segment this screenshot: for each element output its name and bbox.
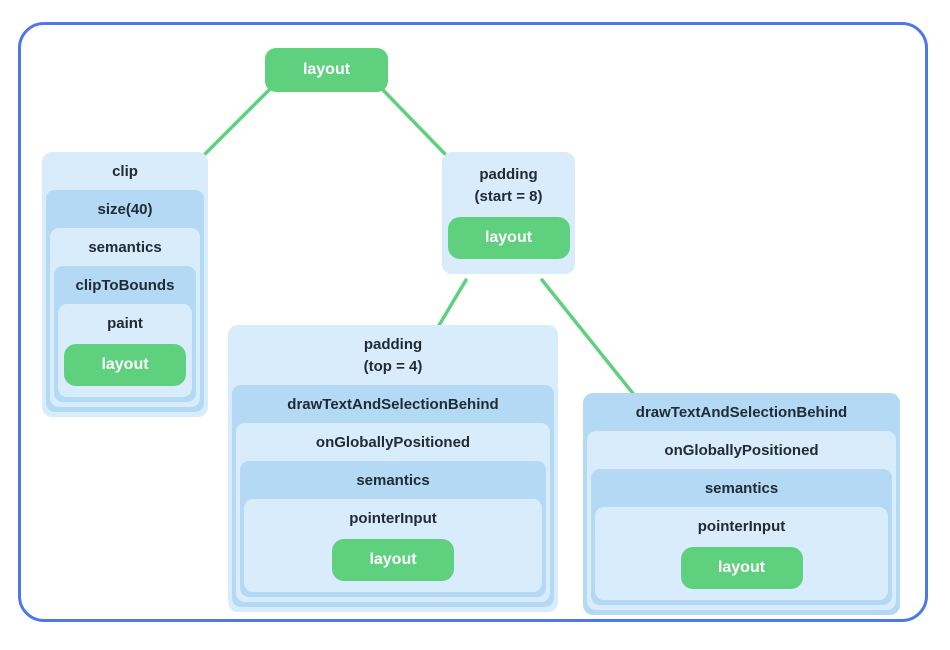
semantics-label: semantics [88,239,162,256]
text-layout-leaf: layout [680,547,803,589]
pointerinput-label: pointerInput [697,518,786,535]
edge-padding-start-to-padding-top [436,278,468,329]
padding-top-node: padding (top = 4) drawTextAndSelectionBe… [228,325,558,612]
padding-top-label-line2: (top = 4) [363,358,423,375]
padding-start-node: padding (start = 8) layout [442,152,575,274]
edge-padding-start-to-text [540,278,637,398]
padding-start-layout-leaf: layout [447,217,570,259]
drawtext-node: drawTextAndSelectionBehind onGloballyPos… [232,385,554,607]
pointerinput-label: pointerInput [349,510,437,527]
padding-top-label-line1: padding [363,336,423,353]
text-node: drawTextAndSelectionBehind onGloballyPos… [583,393,900,615]
padding-top-layout-leaf: layout [332,539,454,581]
clip-label: clip [112,163,138,180]
edge-root-to-padding-start [379,86,448,157]
cliptobounds-node: clipToBounds paint layout [54,266,196,402]
pointerinput-node: pointerInput layout [595,507,888,600]
diagram-border [18,22,928,622]
ongloballypositioned-label: onGloballyPositioned [664,442,819,459]
paint-label: paint [107,315,143,332]
pointerinput-node: pointerInput layout [244,499,542,592]
ongloballypositioned-label: onGloballyPositioned [315,434,471,451]
paint-node: paint layout [58,304,192,397]
padding-start-label-line1: padding [479,166,538,183]
padding-top-label: padding (top = 4) [228,325,558,385]
semantics-label: semantics [704,480,779,497]
ongloballypositioned-node: onGloballyPositioned semantics pointerIn… [236,423,550,602]
semantics-node: semantics clipToBounds paint layout [50,228,200,407]
root-layout-label: layout [302,61,351,78]
size-node: size(40) semantics clipToBounds paint la… [46,190,204,412]
root-layout-node: layout [265,48,388,92]
semantics-label: semantics [356,472,430,489]
padding-start-label: padding (start = 8) [442,152,575,215]
padding-start-label-line2: (start = 8) [474,188,543,205]
semantics-node: semantics pointerInput layout [240,461,546,597]
edge-root-to-clip [203,85,274,156]
semantics-node: semantics pointerInput layout [591,469,892,605]
drawtext-label: drawTextAndSelectionBehind [287,396,499,413]
text-drawtext-label: drawTextAndSelectionBehind [635,404,848,421]
cliptobounds-label: clipToBounds [75,277,175,294]
ongloballypositioned-node: onGloballyPositioned semantics pointerIn… [587,431,896,610]
size-label: size(40) [97,201,153,218]
clip-node: clip size(40) semantics clipToBounds pai… [42,152,208,417]
clip-layout-leaf: layout [64,344,186,386]
